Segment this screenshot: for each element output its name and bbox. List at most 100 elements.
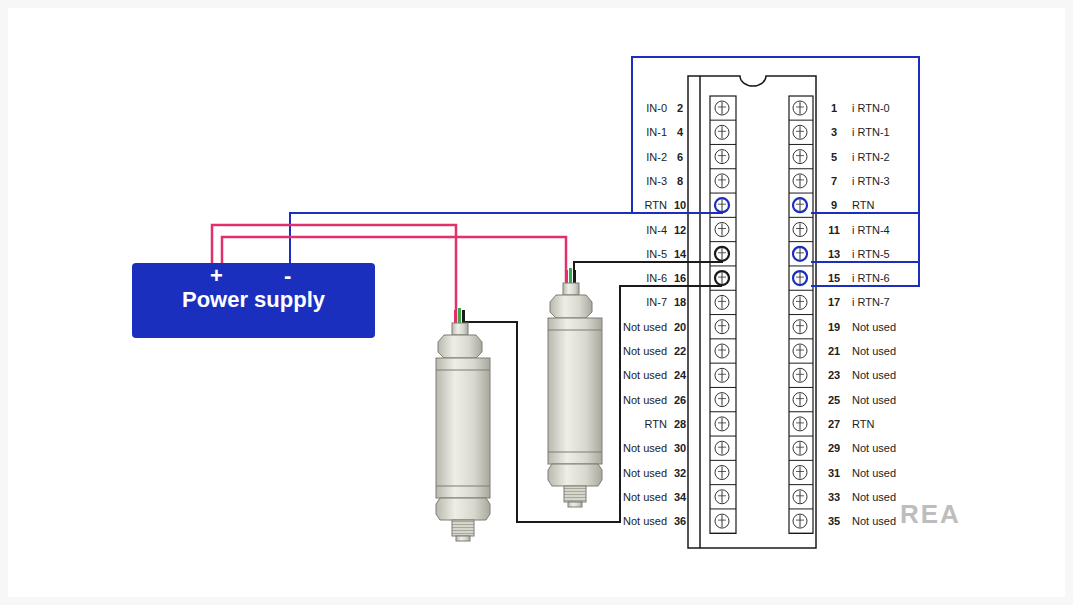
screw-slot [796,301,804,302]
pin-name: Not used [560,442,667,454]
pin-name: Not used [852,515,896,527]
terminal-divider [789,436,813,437]
pin-name: RTN [560,418,667,430]
pin-number: 3 [822,126,846,138]
terminal-strip [789,96,813,533]
screw-slot [800,199,801,211]
terminal-screw [715,466,729,480]
screw-slot [800,418,801,430]
pin-name: IN-0 [560,102,667,114]
screw-slot [800,248,801,260]
terminal-divider [710,411,736,412]
pin-name: i RTN-5 [852,248,890,260]
terminal-screw [793,417,807,431]
screw-slot [718,301,726,302]
pin-number: 29 [822,442,846,454]
terminal-screw [715,247,729,261]
screw-slot [722,515,723,527]
pin-number: 19 [822,321,846,333]
terminal-divider [710,363,736,364]
pin-number: 28 [668,418,692,430]
screw-slot [800,296,801,308]
terminal-divider [710,533,736,534]
pin-name: RTN [852,418,874,430]
screw-slot [718,131,726,132]
terminal-screw [715,368,729,382]
pressure-sensor [436,308,490,541]
pin-number: 24 [668,369,692,381]
screw-slot [796,398,804,399]
pin-number: 36 [668,515,692,527]
screw-slot [718,495,726,496]
terminal-strip [710,96,736,533]
screw-slot [722,467,723,479]
terminal-divider [710,484,736,485]
screw-slot [796,131,804,132]
terminal-divider [789,265,813,266]
pin-number: 4 [668,126,692,138]
pin-name: IN-2 [560,151,667,163]
screw-slot [722,394,723,406]
screw-slot [796,471,804,472]
pin-name: RTN [852,199,874,211]
terminal-divider [710,193,736,194]
screw-slot [800,515,801,527]
pin-name: Not used [560,491,667,503]
screw-slot [800,442,801,454]
pin-name: i RTN-6 [852,272,890,284]
terminal-screw [793,514,807,528]
terminal-divider [710,338,736,339]
screw-slot [800,345,801,357]
terminal-screw [793,368,807,382]
terminal-screw [715,393,729,407]
terminal-divider [789,363,813,364]
pin-number: 17 [822,296,846,308]
screw-slot [796,325,804,326]
pressure-sensor [548,268,602,507]
pin-name: Not used [852,442,896,454]
screw-slot [796,422,804,423]
screw-slot [796,447,804,448]
pin-number: 30 [668,442,692,454]
terminal-screw [715,150,729,164]
pin-name: i RTN-2 [852,151,890,163]
terminal-screw [715,174,729,188]
screw-slot [722,102,723,114]
pin-number: 6 [668,151,692,163]
pin-number: 1 [822,102,846,114]
screw-slot [718,447,726,448]
screw-slot [722,491,723,503]
pin-name: i RTN-7 [852,296,890,308]
screw-slot [800,369,801,381]
screw-slot [718,325,726,326]
screw-slot [718,228,726,229]
pin-name: i RTN-1 [852,126,890,138]
terminal-divider [789,290,813,291]
terminal-divider [789,484,813,485]
screw-slot [796,374,804,375]
screw-slot [718,471,726,472]
terminal-screw [793,393,807,407]
black-signal-wires [466,261,722,522]
blue-jumper-wires [290,57,919,286]
screw-slot [722,248,723,260]
pin-name: Not used [560,345,667,357]
screw-slot [800,102,801,114]
terminal-divider [789,338,813,339]
watermark: REA [900,500,961,528]
terminal-screw [793,247,807,261]
screw-slot [800,151,801,163]
terminal-divider [710,436,736,437]
terminal-divider [789,241,813,242]
terminal-screw [715,514,729,528]
screw-slot [718,350,726,351]
pin-name: Not used [852,491,896,503]
terminal-screw [793,344,807,358]
screw-slot [796,228,804,229]
pin-number: 9 [822,199,846,211]
screw-slot [718,277,726,278]
pin-number: 12 [668,224,692,236]
polarity-sign: + [210,263,223,289]
pin-name: IN-6 [560,272,667,284]
pin-name: IN-7 [560,296,667,308]
